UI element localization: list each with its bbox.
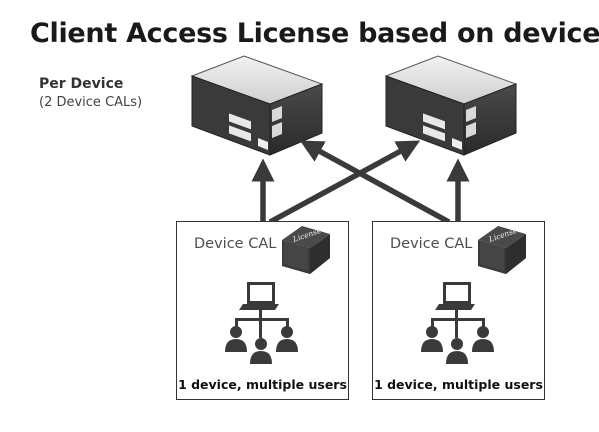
cal-caption: 1 device, multiple users (374, 377, 543, 392)
cal-caption: 1 device, multiple users (178, 377, 347, 392)
license-book-icon: License (282, 226, 330, 274)
server-right-icon (384, 55, 518, 156)
page-title: Client Access License based on device (30, 18, 599, 49)
user-icon (225, 326, 247, 352)
user-icon (472, 326, 494, 352)
server-left-icon (190, 55, 324, 156)
device-users-icon (421, 282, 494, 364)
device-users-icon (225, 282, 298, 364)
cal-box-label: Device CAL (194, 236, 277, 252)
user-icon (276, 326, 298, 352)
per-device-subheading: (2 Device CALs) (39, 95, 143, 110)
license-book-icon: License (478, 226, 526, 274)
user-icon (421, 326, 443, 352)
per-device-heading: Per Device (39, 76, 124, 92)
cal-box-left: Device CAL License (176, 221, 349, 400)
arrow-right-to-left-server (299, 140, 451, 225)
arrow-left-to-right-server (268, 140, 421, 225)
user-icon (446, 338, 468, 364)
cal-box-right: Device CAL License (372, 221, 545, 400)
user-icon (250, 338, 272, 364)
cal-box-label: Device CAL (390, 236, 473, 252)
